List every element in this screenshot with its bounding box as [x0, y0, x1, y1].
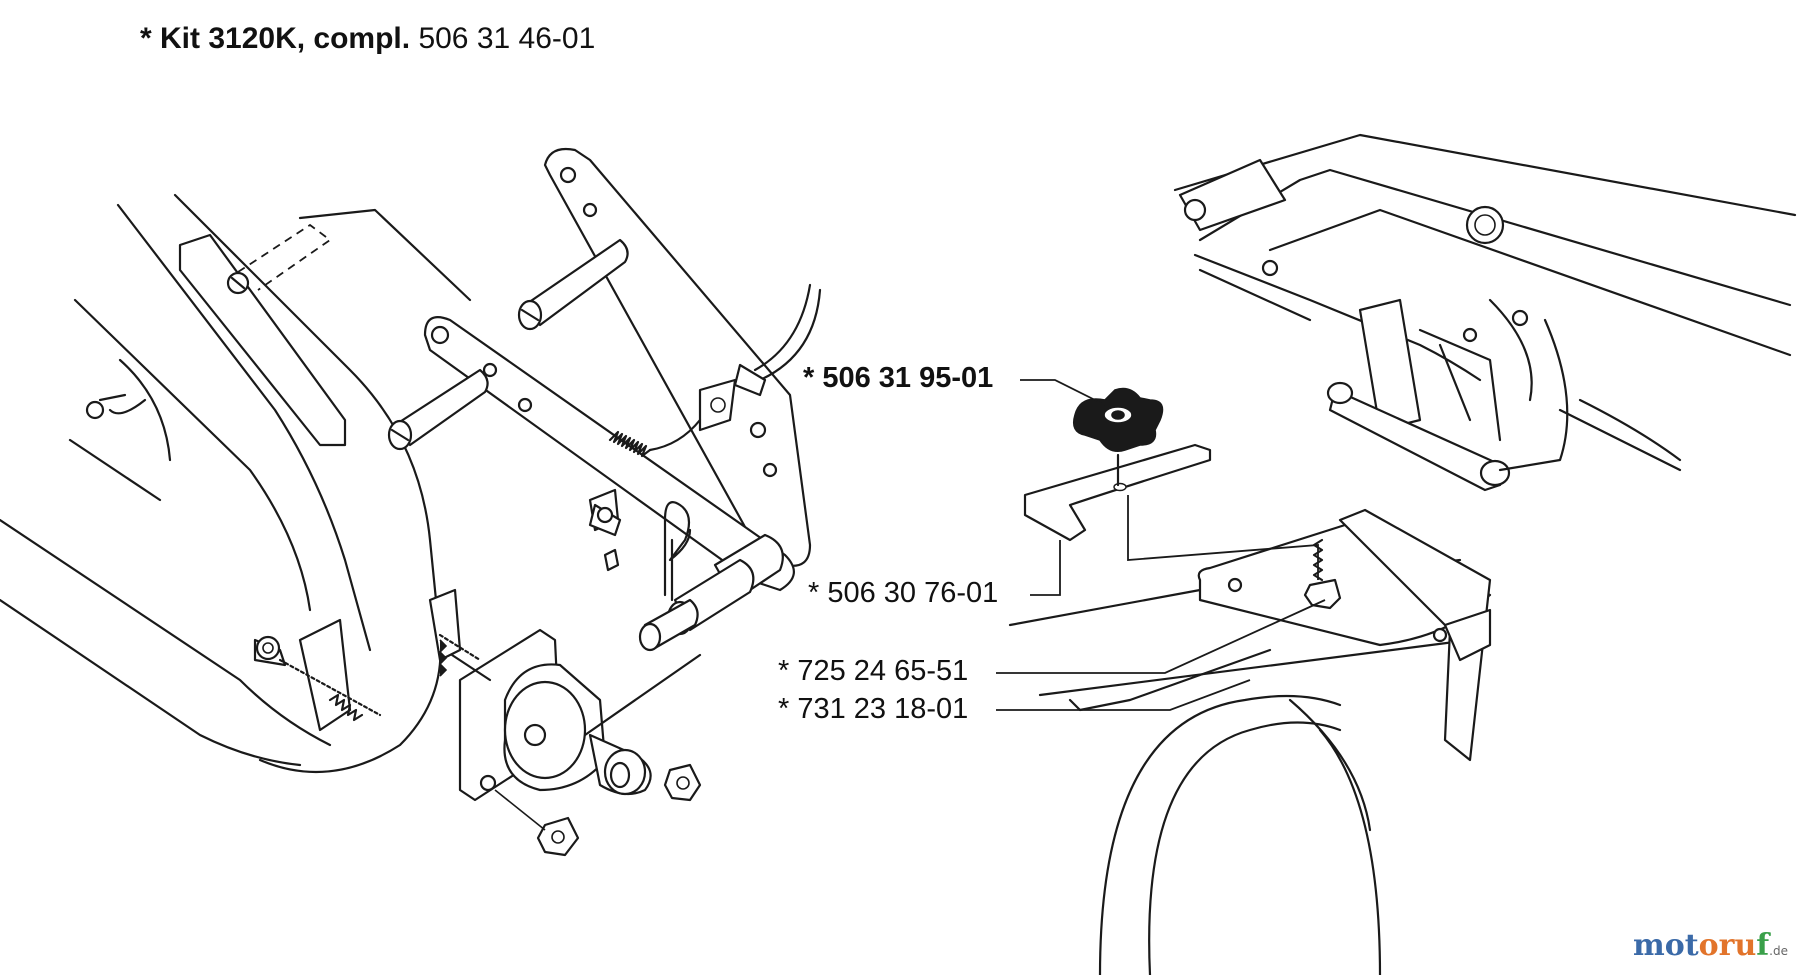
leader-506-31-95-01	[1020, 379, 1106, 406]
callout-506-31-95-01: * 506 31 95-01	[803, 362, 994, 394]
logo-suffix: .de	[1769, 944, 1788, 958]
leader-lines	[996, 379, 1326, 711]
leader-731-23-18-01	[996, 679, 1251, 711]
switch-assembly	[328, 628, 702, 857]
mounting-bracket	[1023, 443, 1212, 542]
lever-plate	[387, 316, 795, 652]
tiller-frame	[0, 193, 472, 774]
upright-plate	[517, 147, 812, 567]
callout-731-23-18-01: * 731 23 18-01	[778, 693, 969, 725]
throttle-cable	[588, 283, 822, 572]
kit-part-number: 506 31 46-01	[418, 22, 596, 55]
motoruf-logo: motoruf.de	[1633, 928, 1788, 963]
leader-506-30-76-01	[1030, 540, 1061, 596]
kit-title-prefix: * Kit 3120K, compl.	[140, 22, 411, 55]
callout-725-24-65-51: * 725 24 65-51	[778, 655, 969, 687]
logo-part-1: mot	[1633, 928, 1699, 963]
handle-bracket	[253, 588, 482, 732]
logo-part-2: oru	[1698, 928, 1757, 963]
logo-part-3: f	[1756, 928, 1770, 963]
kit-title: * Kit 3120K, compl. 506 31 46-01	[140, 22, 595, 56]
machine-body	[1173, 133, 1797, 492]
callout-506-30-76-01: * 506 30 76-01	[808, 577, 999, 609]
leader-725-24-65-51	[996, 599, 1326, 674]
star-knob	[1072, 387, 1164, 453]
fender-assembly	[1008, 508, 1492, 975]
hairpin-clip	[663, 501, 692, 602]
